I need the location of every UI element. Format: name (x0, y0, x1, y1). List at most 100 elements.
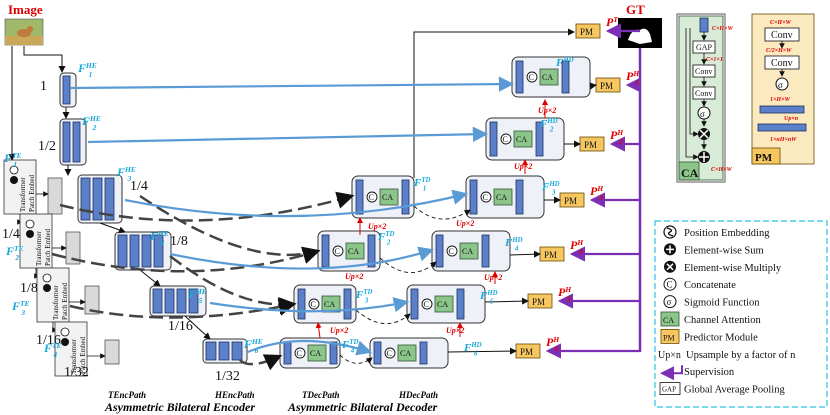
transformer-feature-1 (47, 177, 63, 215)
svg-text:PH1: PH1 (626, 69, 639, 87)
upsample-label-7: Up×2 (330, 326, 348, 335)
td-to-hd-flow-0 (413, 205, 471, 220)
transformer-text-1: Transformer (19, 177, 27, 212)
pm-dim-0: C×H×W (770, 20, 792, 26)
legend-label-predictor-module: Predictor Module (684, 332, 758, 343)
svg-text:GAP: GAP (662, 386, 676, 394)
svg-text:C: C (529, 73, 534, 82)
svg-text:C: C (503, 135, 508, 144)
pm-dim-2: 1×H×W (770, 97, 791, 103)
svg-text:PT: PT (606, 15, 618, 29)
upsample-icon: Up×n (658, 350, 681, 361)
skip-arrow-3 (124, 189, 469, 218)
position-embedding-icon (663, 225, 677, 239)
svg-text:C: C (667, 280, 673, 290)
svg-text:PH6: PH6 (546, 335, 559, 353)
svg-text:C: C (483, 193, 488, 202)
legend-item-upsample: Up×n Upsample by a factor of n (658, 350, 796, 361)
svg-text:C: C (387, 349, 392, 358)
svg-text:C: C (311, 300, 316, 309)
td-to-pmt-line (413, 28, 575, 178)
te-scale-label-0: 1/4 (2, 227, 20, 242)
gap-icon: GAP (659, 382, 681, 396)
ca-detail-panel: C×H×W GAP C×1×1 Conv Conv σ C×H×W CA (676, 13, 734, 183)
td-to-hd-flow-2 (355, 309, 411, 325)
upsample-label-2: Up×2 (456, 219, 474, 228)
svg-text:C: C (297, 349, 302, 358)
dashed-flow-4 (139, 194, 321, 264)
caption-encoder: Asymmetric Bilateral Encoder (104, 400, 255, 414)
gt-mask-thumbnail (618, 18, 662, 48)
caption-hdecpath: HDecPath (398, 390, 438, 400)
svg-text:CA: CA (516, 135, 527, 144)
scale-label-4: 1/16 (168, 319, 193, 334)
svg-text:PH5: PH5 (558, 285, 571, 303)
sigmoid-icon: σ (663, 295, 677, 309)
ca-sigmoid-text: σ (700, 109, 705, 119)
predictor-module-1: PM (589, 77, 621, 93)
element-multiply-icon (664, 260, 676, 273)
image-label: Image (8, 2, 43, 17)
legend-label-sigmoid: Sigmoid Function (684, 298, 760, 309)
cnn-encoder-feature-3-2 (104, 177, 115, 221)
cnn-encoder-feature-3-0 (80, 177, 91, 221)
hybrid-decoder-2: C CA (485, 117, 565, 161)
ca-multiply-icon (698, 128, 710, 140)
legend-label-upsample: Upsample by a factor of n (686, 350, 796, 361)
svg-text:CA: CA (310, 349, 321, 358)
svg-text:PM: PM (663, 333, 675, 342)
td-to-hd-flow-3 (339, 354, 373, 364)
skip-connections (69, 76, 515, 356)
svg-text:PM: PM (580, 27, 593, 37)
patch-embed-text-3: Patch Embed (61, 282, 69, 320)
svg-text:PH3: PH3 (590, 184, 603, 202)
legend-item-supervision: Supervision (660, 365, 735, 381)
skip-arrow-1 (69, 76, 515, 92)
predictor-module-5: PM (484, 293, 553, 309)
legend-label-supervision: Supervision (684, 367, 735, 378)
skip-arrow-6 (247, 339, 373, 356)
te-scale-label-1: 1/8 (20, 281, 38, 296)
skip-arrow-5 (209, 297, 410, 313)
caption-decoder: Asymmetric Bilateral Decoder (287, 400, 438, 414)
dashed-flow-3 (239, 354, 283, 371)
patch-embed-text-4: Patch Embed (79, 336, 87, 374)
svg-text:CA: CA (400, 349, 411, 358)
encoder-down-arrow-1 (99, 222, 126, 234)
ca-conv-2-text: Conv (695, 89, 712, 98)
cnn-encoder-feature-5-0 (152, 288, 163, 314)
legend-label-position-embedding: Position Embedding (684, 228, 770, 239)
upsample-label-0: Up×2 (538, 106, 556, 115)
predictor-module-6: PM (447, 343, 541, 359)
dashed-flow-0 (59, 191, 355, 222)
transformer-feature-4 (104, 339, 120, 365)
